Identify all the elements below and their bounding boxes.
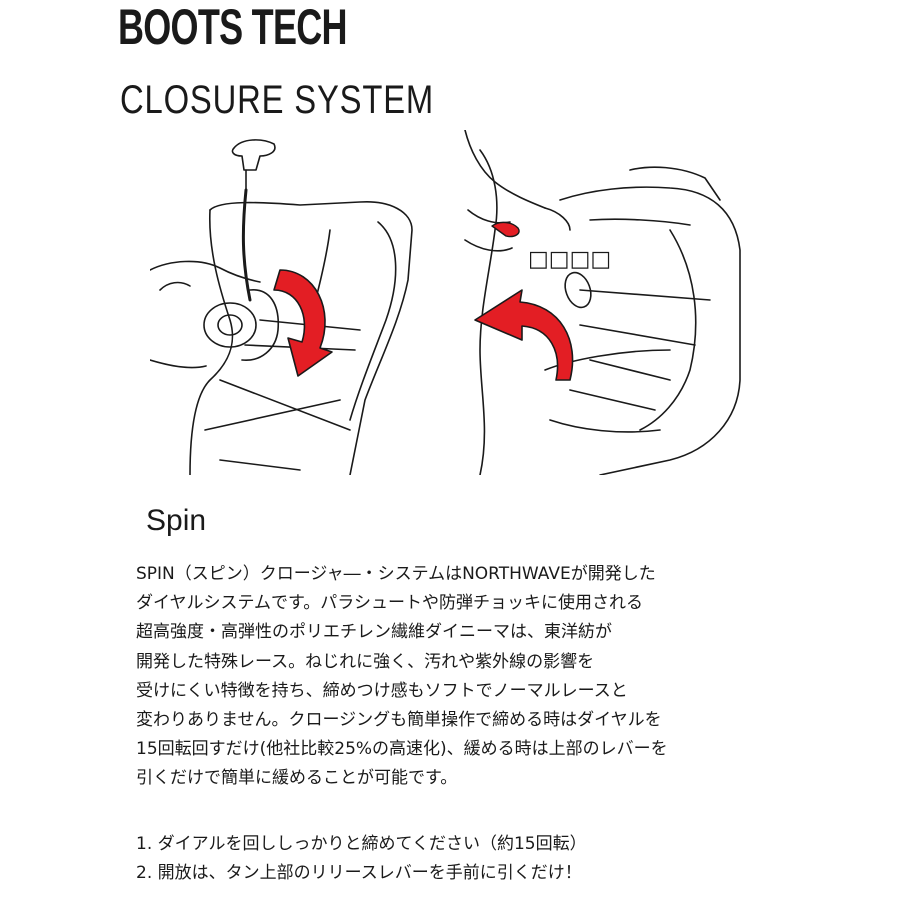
tighten-arrow <box>273 269 333 377</box>
section-title: CLOSURE SYSTEM <box>120 78 435 122</box>
description-line: SPIN（スピン）クロージャ―・システムはNORTHWAVEが開発した <box>136 564 656 584</box>
description-line: 15回転回すだけ(他社比較25%の高速化)、緩める時は上部のレバーを <box>136 739 668 760</box>
description-line: 超高強度・高弾性のポリエチレン繊維ダイニーマは、東洋紡が <box>136 622 612 643</box>
product-name: Spin <box>146 504 207 537</box>
description: SPIN（スピン）クロージャ―・システムはNORTHWAVEが開発した ダイヤル… <box>136 560 816 794</box>
dial-tightening-illustration <box>150 139 413 475</box>
boxes-label: □□□□ <box>528 247 611 272</box>
step-item: 1. ダイアルを回ししっかりと締めてください（約15回転） <box>136 834 587 854</box>
description-line: 変わりありません。クロージングも簡単操作で締める時はダイヤルを <box>136 710 662 731</box>
description-line: ダイヤルシステムです。パラシュートや防弾チョッキに使用される <box>136 593 643 614</box>
description-line: 引くだけで簡単に緩めることが可能です。 <box>136 768 458 789</box>
lever-release-illustration <box>464 130 741 475</box>
description-line: 受けにくい特徴を持ち、締めつけ感もソフトでノーマルレースと <box>136 680 628 701</box>
finger-accent <box>491 221 520 238</box>
step-item: 2. 開放は、タン上部のリリースレバーを手前に引くだけ！ <box>136 863 582 884</box>
brand-title: BOOTS TECH <box>118 0 348 55</box>
description-line: 開発した特殊レース。ねじれに強く、汚れや紫外線の影響を <box>136 651 595 672</box>
steps-list: 1. ダイアルを回ししっかりと締めてください（約15回転） 2. 開放は、タン上… <box>136 830 816 888</box>
closure-illustration: □□□□ <box>150 130 741 475</box>
release-arrow <box>474 289 574 381</box>
